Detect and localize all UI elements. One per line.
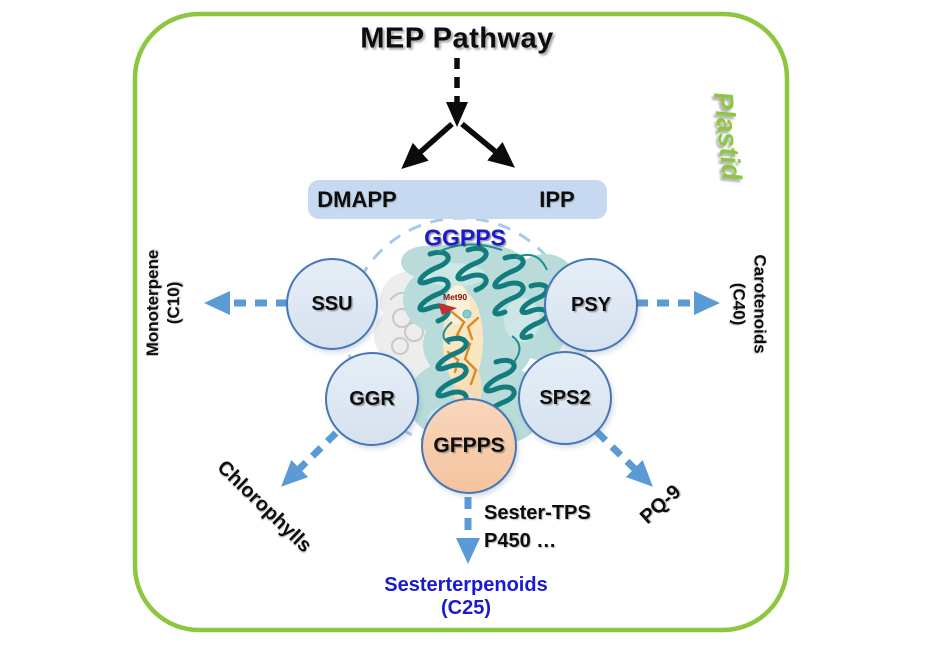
dmapp-label: DMAPP	[317, 187, 397, 212]
node-ssu-label: SSU	[311, 292, 353, 315]
branch-arrows	[401, 121, 515, 169]
residue-label: Met90	[443, 292, 467, 302]
downstream-enzymes-label: Sester-TPS P450 …	[484, 502, 591, 552]
node-ggr: GGR	[325, 352, 419, 446]
node-psy: PSY	[544, 258, 638, 352]
node-sps2: SPS2	[518, 351, 612, 445]
product-arrows	[204, 291, 720, 564]
ipp-label: IPP	[539, 187, 575, 212]
ggpps-label: GGPPS	[424, 224, 506, 251]
metal-ion	[462, 309, 472, 319]
node-psy-label: PSY	[570, 293, 612, 316]
plastid-border	[132, 11, 790, 633]
mep-down-arrow	[446, 58, 468, 127]
node-sps2-label: SPS2	[539, 386, 591, 409]
node-ssu: SSU	[286, 258, 378, 350]
node-gfpps-label: GFPPS	[433, 434, 505, 457]
node-ggr-label: GGR	[349, 387, 395, 410]
page-title: MEP Pathway	[360, 22, 554, 55]
precursor-box	[308, 180, 607, 219]
node-gfpps: GFPPS	[421, 398, 517, 494]
sesterterpenoids-label: Sesterterpenoids (C25)	[384, 574, 548, 619]
monoterpene-label: Monoterpene (C10)	[142, 249, 183, 357]
carotenoids-label: Carotenoids (C40)	[729, 254, 770, 354]
residue-arrow-icon	[438, 303, 457, 315]
